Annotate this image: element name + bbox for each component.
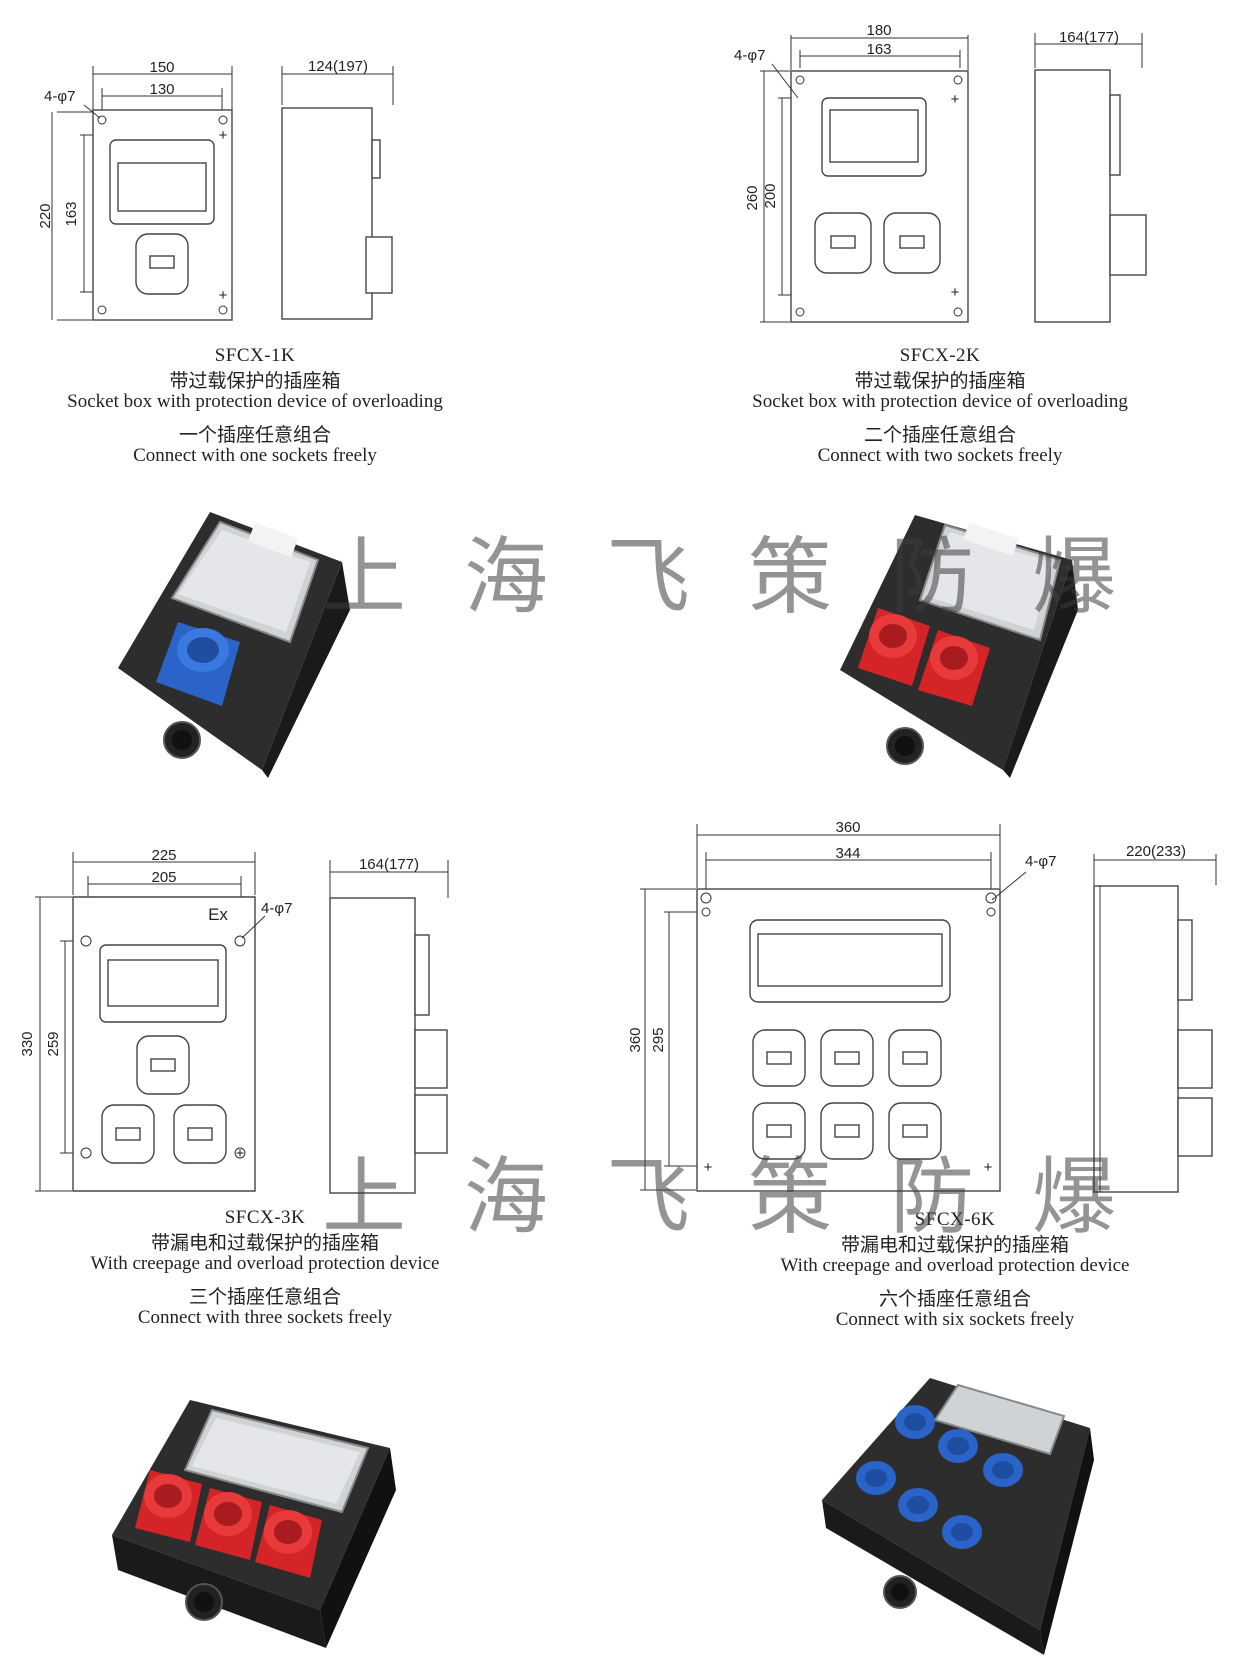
drawing-3k-front: + Ex 225 205 330 259 4-φ7 — [19, 847, 292, 1192]
drawing-1k-front: + + 150 130 220 163 4-φ7 — [37, 59, 233, 321]
model-name: SFCX-2K — [899, 345, 981, 366]
drawing-3k-side: 164(177) — [329, 856, 449, 1194]
socket-6k-d — [856, 1461, 896, 1495]
svg-text:+: + — [951, 91, 960, 108]
dim-2k-width-outer: 180 — [866, 22, 891, 39]
svg-text:+: + — [704, 1159, 713, 1176]
model-name: SFCX-1K — [214, 345, 296, 366]
combo-en: Connect with three sockets freely — [137, 1306, 393, 1328]
drawing-2k-front: + + 180 163 260 200 4-φ7 — [734, 22, 969, 323]
socket-6k-e — [898, 1488, 938, 1522]
photo-6k — [822, 1378, 1094, 1655]
dim-1k-width-inner: 130 — [149, 81, 174, 98]
svg-text:+: + — [219, 287, 228, 304]
dim-3k-width-inner: 205 — [151, 869, 176, 886]
photo-3k — [112, 1400, 396, 1648]
dim-6k-width-outer: 360 — [835, 819, 860, 836]
dim-6k-height-inner: 295 — [650, 1027, 667, 1052]
title-cn: 带漏电和过载保护的插座箱 — [840, 1233, 1069, 1256]
model-name: SFCX-6K — [914, 1209, 996, 1230]
watermark-top: 上海飞策防爆 — [322, 528, 1175, 626]
title-cn: 带过载保护的插座箱 — [854, 369, 1026, 392]
dim-1k-height-inner: 163 — [63, 201, 80, 226]
ex-mark: Ex — [208, 905, 228, 924]
model-name: SFCX-3K — [224, 1207, 306, 1228]
combo-cn: 二个插座任意组合 — [863, 423, 1016, 446]
drawing-6k-front: + + 360 344 360 295 4-φ7 — [627, 819, 1056, 1192]
title-cn: 带漏电和过载保护的插座箱 — [150, 1231, 379, 1254]
caption-2k: SFCX-2K 带过载保护的插座箱 Socket box with protec… — [705, 346, 1175, 466]
dim-2k-height-outer: 260 — [744, 185, 761, 210]
dim-6k-depth: 220(233) — [1126, 843, 1186, 860]
socket-3k-a — [135, 1470, 202, 1542]
title-en: With creepage and overload protection de… — [780, 1254, 1130, 1276]
title-en: Socket box with protection device of ove… — [752, 390, 1128, 412]
socket-3k-b — [195, 1488, 262, 1560]
dim-3k-holes: 4-φ7 — [261, 900, 292, 917]
socket-2k-b — [918, 630, 990, 706]
socket-6k-a — [895, 1405, 935, 1439]
title-en: With creepage and overload protection de… — [90, 1252, 440, 1274]
combo-cn: 三个插座任意组合 — [188, 1285, 341, 1308]
title-en: Socket box with protection device of ove… — [67, 390, 443, 412]
dim-2k-depth: 164(177) — [1059, 29, 1119, 46]
dim-2k-height-inner: 200 — [762, 183, 779, 208]
svg-text:+: + — [236, 1145, 245, 1162]
dim-1k-holes: 4-φ7 — [44, 88, 75, 105]
socket-1k — [156, 622, 240, 706]
dim-3k-width-outer: 225 — [151, 847, 176, 864]
dim-2k-holes: 4-φ7 — [734, 47, 765, 64]
drawing-6k-side: 220(233) — [1093, 843, 1217, 1193]
dim-6k-height-outer: 360 — [627, 1027, 644, 1052]
combo-en: Connect with two sockets freely — [817, 444, 1063, 466]
combo-en: Connect with one sockets freely — [133, 444, 377, 466]
dim-1k-width-outer: 150 — [149, 59, 174, 76]
watermark-bottom: 上海飞策防爆 — [322, 1148, 1175, 1246]
dim-3k-depth: 164(177) — [359, 856, 419, 873]
title-cn: 带过载保护的插座箱 — [169, 369, 341, 392]
svg-text:+: + — [951, 284, 960, 301]
dim-6k-width-inner: 344 — [835, 845, 860, 862]
caption-3k: SFCX-3K 带漏电和过载保护的插座箱 With creepage and o… — [30, 1208, 500, 1328]
svg-text:+: + — [984, 1159, 993, 1176]
dim-6k-holes: 4-φ7 — [1025, 853, 1056, 870]
socket-6k-b — [938, 1429, 978, 1463]
caption-6k: SFCX-6K 带漏电和过载保护的插座箱 With creepage and o… — [720, 1210, 1190, 1330]
dim-3k-height-outer: 330 — [19, 1031, 36, 1056]
photo-2k — [840, 515, 1078, 778]
drawing-1k-side: 124(197) — [281, 58, 394, 320]
drawing-2k-side: 164(177) — [1034, 29, 1147, 323]
caption-1k: SFCX-1K 带过载保护的插座箱 Socket box with protec… — [20, 346, 490, 466]
socket-3k-c — [255, 1505, 322, 1578]
socket-2k-a — [858, 608, 930, 686]
combo-cn: 一个插座任意组合 — [178, 423, 331, 446]
socket-6k-c — [983, 1453, 1023, 1487]
photo-1k — [118, 512, 350, 778]
svg-text:+: + — [219, 127, 228, 144]
combo-en: Connect with six sockets freely — [835, 1308, 1075, 1330]
combo-cn: 六个插座任意组合 — [878, 1287, 1031, 1310]
dim-1k-depth: 124(197) — [308, 58, 368, 75]
socket-6k-f — [942, 1515, 982, 1549]
dim-2k-width-inner: 163 — [866, 41, 891, 58]
dim-1k-height-outer: 220 — [37, 203, 54, 228]
dim-3k-height-inner: 259 — [45, 1031, 62, 1056]
